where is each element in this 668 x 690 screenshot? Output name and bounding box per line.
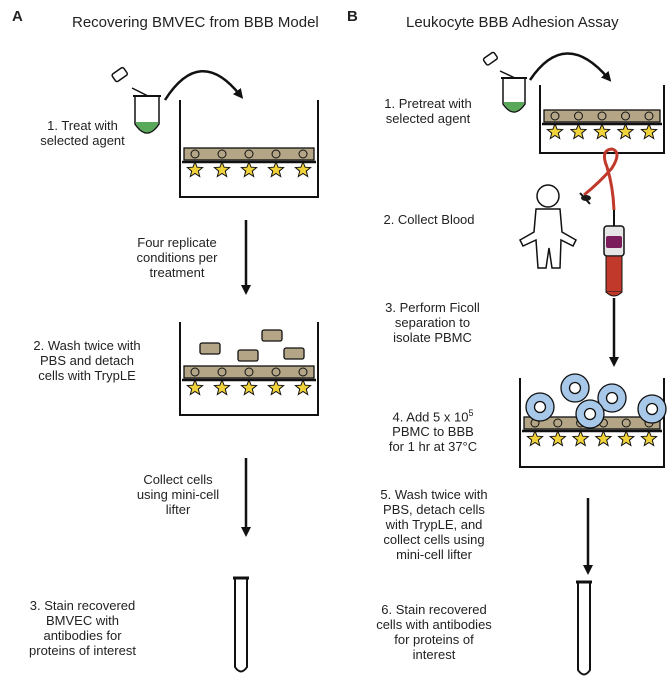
astrocyte-star [186,378,204,396]
transfer-arrow-b [528,52,612,82]
astrocyte-star [213,160,231,178]
astrocyte-star [571,429,590,447]
cell-nucleus [553,418,563,428]
pbmc-nucleus [605,391,619,405]
cell-nucleus [271,367,281,377]
astrocyte-star [213,378,231,396]
pbmc-nucleus [568,381,582,395]
collection-tube-a [233,576,249,673]
pbmc-nucleus [645,402,659,416]
astrocyte-star [186,160,204,178]
pbmc-nucleus [533,400,547,414]
astrocyte-star [526,429,544,447]
blood-collection-icon [579,147,625,297]
astrocyte-star [569,122,588,140]
microtube-icon-a [111,66,161,134]
collection-tube-b [576,580,592,676]
microtube-icon-b [482,51,527,113]
endothelial-layer [183,365,315,379]
cell-nucleus [190,149,200,159]
detached-cells-a2 [199,329,305,362]
astrocyte-star [593,122,611,140]
panel-b-letter: B [347,8,358,25]
bbb-monolayer-a2 [183,365,315,396]
astrocyte-star [594,429,613,447]
cell-nucleus [621,111,630,121]
cell-nucleus [574,111,583,121]
cell-nucleus [244,367,254,377]
cell-nucleus [190,367,200,377]
astrocyte-star [294,160,312,178]
astrocyte-star [240,160,258,178]
astrocyte-star [617,429,636,447]
panel-b-title: Leukocyte BBB Adhesion Assay [406,14,619,31]
astrocyte-star [548,429,567,447]
pbmc-cells [525,373,667,429]
cell-nucleus [217,367,227,377]
endothelial-layer [183,147,315,161]
astrocyte-star [640,122,658,140]
astrocyte-star [640,429,658,447]
panel-a-letter: A [12,8,23,25]
panel-b-step-2: 2. Collect Blood [383,212,475,227]
astrocyte-star [546,122,564,140]
astrocyte-star [616,122,635,140]
cell-nucleus [644,111,654,121]
cell-nucleus [244,149,254,159]
panel-a-title: Recovering BMVEC from BBB Model [72,14,319,31]
pbmc-nucleus [583,407,597,421]
cell-nucleus [298,367,308,377]
bbb-monolayer-a1 [183,147,315,178]
cell-nucleus [271,149,281,159]
cell-nucleus [597,111,607,121]
astrocyte-star [267,378,285,396]
astrocyte-star [240,378,258,396]
transfer-arrow-a [163,69,244,101]
transwell-well-b4 [519,378,665,468]
person-icon [519,184,577,269]
astrocyte-star [294,378,312,396]
endothelial-layer [543,109,661,123]
astrocyte-star [267,160,285,178]
cell-nucleus [621,418,631,428]
cell-nucleus [550,111,560,121]
cell-nucleus [298,149,308,159]
cell-nucleus [217,149,227,159]
bbb-monolayer-b1 [543,109,661,140]
